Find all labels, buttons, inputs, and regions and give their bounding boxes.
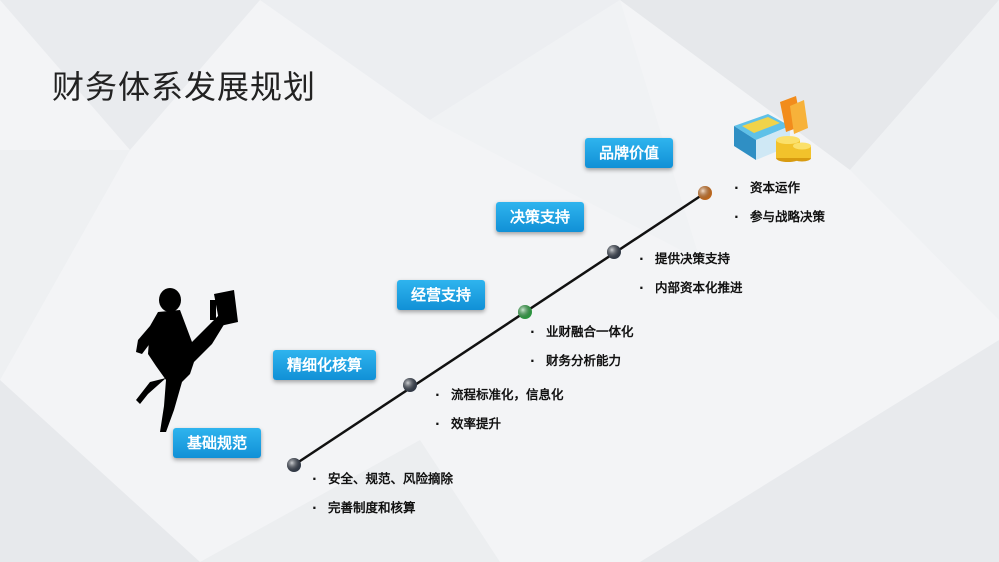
growth-line [293, 191, 706, 467]
climbing-man-silhouette [136, 288, 238, 432]
stage-1-items: 安全、规范、风险摘除 完善制度和核算 [312, 470, 462, 528]
stage-label-5: 品牌价值 [585, 138, 674, 168]
stage-5-item: 资本运作 [734, 179, 834, 196]
milestone-dot-highlight [287, 458, 301, 472]
stage-4-item: 提供决策支持 [639, 250, 754, 267]
stage-3-item: 业财融合一体化 [530, 323, 645, 340]
stage-4-items: 提供决策支持 内部资本化推进 [639, 250, 754, 308]
stage-label-3: 经营支持 [397, 280, 486, 310]
page-title: 财务体系发展规划 [52, 68, 317, 106]
milestone-dot-highlight [698, 186, 712, 200]
stage-5-item: 参与战略决策 [734, 208, 834, 225]
stage-1-item: 完善制度和核算 [312, 499, 462, 516]
stage-2-items: 流程标准化，信息化 效率提升 [435, 386, 585, 444]
stage-3-item: 财务分析能力 [530, 352, 645, 369]
stage-2-item: 效率提升 [435, 415, 585, 432]
stage-4-item: 内部资本化推进 [639, 279, 754, 296]
stage-label-4: 决策支持 [496, 202, 585, 232]
milestone-dot-highlight [518, 305, 532, 319]
money-coins-icon [734, 96, 811, 162]
milestone-dot-highlight [403, 378, 417, 392]
stage-label-2: 精细化核算 [273, 350, 377, 380]
stage-3-items: 业财融合一体化 财务分析能力 [530, 323, 645, 381]
milestone-dot-highlight [607, 245, 621, 259]
stage-2-item: 流程标准化，信息化 [435, 386, 585, 403]
stage-5-items: 资本运作 参与战略决策 [734, 179, 834, 237]
stage-label-1: 基础规范 [173, 428, 262, 458]
stage-1-item: 安全、规范、风险摘除 [312, 470, 462, 487]
